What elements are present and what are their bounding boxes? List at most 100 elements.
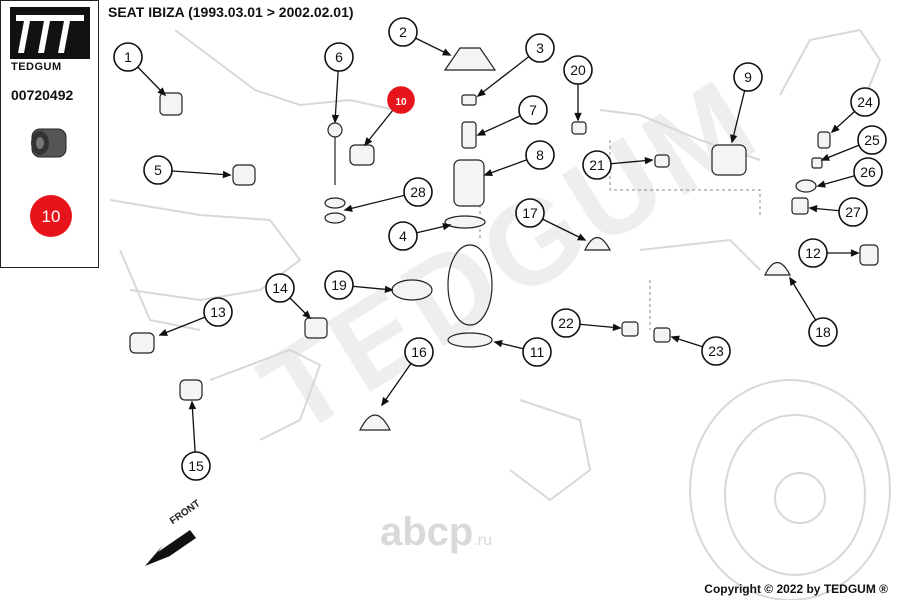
callout-circle-20: [563, 55, 593, 85]
callout-label-14: 14: [272, 280, 288, 296]
callout-circle-16: [404, 337, 434, 367]
brand-name: TEDGUM: [11, 61, 62, 73]
callout-circle-14: [265, 273, 295, 303]
callout-label-23: 23: [708, 343, 724, 359]
leader-arrow-2: [441, 48, 452, 56]
callout-label-17: 17: [522, 205, 538, 221]
callout-3: 3: [525, 33, 555, 63]
callout-label-6: 6: [335, 49, 343, 65]
part-8-boot: [453, 159, 485, 207]
callout-circle-5: [143, 155, 173, 185]
site-watermark-name: abcp: [380, 510, 474, 554]
callout-8: 8: [525, 140, 555, 170]
callout-circle-10: [387, 86, 415, 114]
part-5-bushing: [232, 164, 256, 186]
callout-circle-18: [808, 317, 838, 347]
callout-circle-27: [838, 197, 868, 227]
callout-circle-21: [582, 150, 612, 180]
callout-circle-3: [525, 33, 555, 63]
part-20-bushing: [571, 121, 587, 135]
leader-arrow-25: [820, 153, 830, 161]
part-24-bushing: [817, 131, 831, 149]
callout-label-26: 26: [860, 164, 876, 180]
leader-arrow-8: [483, 169, 493, 177]
callout-label-12: 12: [805, 245, 821, 261]
tedgum-logo-icon: [10, 7, 90, 59]
callout-label-8: 8: [536, 147, 544, 163]
callout-label-16: 16: [411, 344, 427, 360]
callout-circle-6: [324, 42, 354, 72]
callout-7: 7: [518, 95, 548, 125]
leader-arrow-14: [302, 310, 312, 320]
part-4-seat: [444, 215, 486, 229]
callout-circle-28: [403, 177, 433, 207]
part-27-bushing: [791, 197, 809, 215]
leader-arrow-4: [442, 223, 452, 231]
callout-label-3: 3: [536, 40, 544, 56]
part-6-eye: [327, 122, 343, 138]
callout-22: 22: [551, 308, 581, 338]
callout-2: 2: [388, 17, 418, 47]
callout-5: 5: [143, 155, 173, 185]
leader-arrow-26: [816, 180, 826, 188]
callout-circle-4: [388, 221, 418, 251]
callout-label-22: 22: [558, 315, 574, 331]
callout-28: 28: [403, 177, 433, 207]
callout-label-13: 13: [210, 304, 226, 320]
part-17-ball-joint: [584, 236, 611, 251]
part-21-bushing: [654, 154, 670, 168]
callout-label-7: 7: [529, 102, 537, 118]
callout-27: 27: [838, 197, 868, 227]
callout-circle-26: [853, 157, 883, 187]
leader-arrow-20: [574, 112, 582, 122]
part-25-bushing: [811, 157, 823, 169]
part-info-panel: TEDGUM 00720492 10: [0, 0, 99, 268]
callout-10: 10: [387, 86, 415, 114]
part-10-bushing: [349, 144, 375, 166]
callout-13: 13: [203, 297, 233, 327]
leader-arrow-27: [808, 204, 818, 213]
part-number: 00720492: [11, 87, 74, 103]
callout-circle-25: [857, 125, 887, 155]
leader-arrow-28: [343, 204, 353, 212]
callout-23: 23: [701, 336, 731, 366]
callout-circle-7: [518, 95, 548, 125]
leader-arrow-3: [476, 88, 486, 98]
part-26-washer: [795, 179, 817, 193]
callout-label-10: 10: [395, 97, 407, 108]
leader-arrow-24: [830, 124, 840, 134]
callout-circle-9: [733, 62, 763, 92]
callout-label-25: 25: [864, 132, 880, 148]
callout-layer: 1234567891011121314151617181920212223242…: [113, 17, 887, 481]
callout-label-21: 21: [589, 157, 605, 173]
part-22-bushing: [621, 321, 639, 337]
callout-16: 16: [404, 337, 434, 367]
part-14-bushing: [304, 317, 328, 339]
callout-21: 21: [582, 150, 612, 180]
part-9-boot: [711, 144, 747, 176]
part-12-joint: [859, 244, 879, 266]
callout-25: 25: [857, 125, 887, 155]
callout-20: 20: [563, 55, 593, 85]
part-7-bump-stop: [461, 121, 477, 149]
callout-circle-8: [525, 140, 555, 170]
page-title: SEAT IBIZA (1993.03.01 > 2002.02.01): [108, 4, 354, 20]
callout-circle-11: [522, 337, 552, 367]
callout-circle-19: [324, 270, 354, 300]
part-3-bearing: [461, 94, 477, 106]
callout-19: 19: [324, 270, 354, 300]
callout-24: 24: [850, 87, 880, 117]
callout-label-20: 20: [570, 62, 586, 78]
callout-label-1: 1: [124, 49, 132, 65]
leader-arrow-10: [363, 137, 373, 147]
part-18-ball-joint: [764, 261, 791, 276]
callout-label-5: 5: [154, 162, 162, 178]
part-thumbnail: [31, 128, 67, 158]
callout-11: 11: [522, 337, 552, 367]
callout-label-18: 18: [815, 324, 831, 340]
ghost-chassis: [109, 28, 891, 600]
leader-arrow-19: [384, 285, 394, 294]
callout-circle-12: [798, 238, 828, 268]
part-28-washer-a: [324, 197, 346, 209]
callout-15: 15: [181, 451, 211, 481]
